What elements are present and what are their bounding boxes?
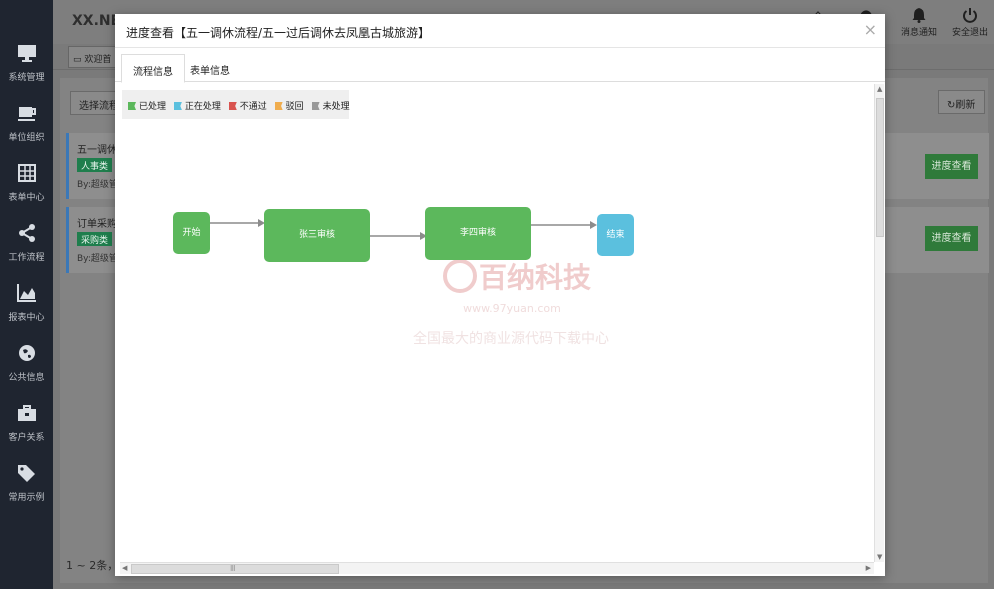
logout-button[interactable]: 安全退出 <box>950 6 990 38</box>
vertical-scroll-thumb[interactable] <box>876 98 884 237</box>
grip-icon: Ⅲ <box>230 564 236 573</box>
watermark-slogan: 全国最大的商业源代码下载中心 <box>413 331 609 347</box>
sidebar-item-forms[interactable]: 表单中心 <box>0 162 53 220</box>
close-icon[interactable]: × <box>863 20 877 39</box>
scroll-up-icon[interactable]: ▲ <box>877 85 883 93</box>
scroll-right-icon[interactable]: ▶ <box>865 564 871 572</box>
category-badge: 人事类 <box>77 158 113 172</box>
watermark-url: www.97yuan.com <box>463 302 561 315</box>
sidebar-item-label: 表单中心 <box>8 193 45 203</box>
sidebar-item-label: 工作流程 <box>8 253 45 263</box>
arrow-head-icon <box>258 219 265 227</box>
watermark-brand: 百纳科技 <box>402 256 632 296</box>
status-legend: 已处理 正在处理 不通过 驳回 未处理 <box>122 90 350 119</box>
pager-info: 1 ~ 2条， <box>66 559 119 572</box>
flow-connectors <box>210 219 597 240</box>
notify-button[interactable]: 消息通知 <box>899 6 939 38</box>
arrow-head-icon <box>590 221 597 229</box>
category-badge: 采购类 <box>77 232 113 246</box>
share-nodes-icon <box>18 224 35 242</box>
sidebar-item-public[interactable]: 公共信息 <box>0 342 53 400</box>
sidebar-item-reports[interactable]: 报表中心 <box>0 282 53 340</box>
coffee-cup-icon <box>17 107 36 121</box>
watermark-logo-icon <box>442 259 477 293</box>
flag-icon <box>311 102 320 110</box>
sidebar-item-label: 单位组织 <box>8 133 45 143</box>
sidebar: 系统管理 单位组织 表单中心 工作流程 报表中心 公共信息 客户关系 常用示例 <box>0 0 53 589</box>
legend-item-pending: 未处理 <box>311 99 350 112</box>
flow-node-start[interactable]: 开始 <box>173 212 210 254</box>
horizontal-scroll-thumb[interactable]: Ⅲ <box>131 564 339 574</box>
row-author: By:超级管 <box>77 180 118 190</box>
dialog-title: 进度查看【五一调休流程/五一过后调休去凤凰古城旅游】 <box>126 26 431 40</box>
power-icon <box>963 8 977 23</box>
flow-canvas: 已处理 正在处理 不通过 驳回 未处理 百纳科技 www.97yuan.com … <box>120 84 873 562</box>
tab-home-label: 欢迎首 <box>84 55 112 65</box>
logout-label: 安全退出 <box>951 28 988 38</box>
dialog-tabs: 流程信息 表单信息 <box>115 48 885 83</box>
refresh-label: 刷新 <box>955 100 976 111</box>
monitor-icon: ▭ <box>73 55 85 65</box>
tab-home[interactable]: ▭ 欢迎首 <box>68 46 118 68</box>
sidebar-item-label: 公共信息 <box>8 373 45 383</box>
flag-icon <box>173 102 182 110</box>
progress-view-button[interactable]: 进度查看 <box>925 154 978 179</box>
arrow-head-icon <box>420 232 427 240</box>
sidebar-item-label: 客户关系 <box>8 433 45 443</box>
flag-icon <box>128 102 136 110</box>
progress-view-button[interactable]: 进度查看 <box>925 226 978 251</box>
refresh-button[interactable]: ↻刷新 <box>938 90 985 114</box>
vertical-scrollbar[interactable]: ▲ ▼ <box>874 84 884 562</box>
tab-form-info[interactable]: 表单信息 <box>190 66 230 77</box>
sidebar-item-label: 常用示例 <box>8 493 45 503</box>
refresh-icon: ↻ <box>947 100 956 111</box>
tags-icon <box>17 465 35 482</box>
briefcase-icon <box>17 405 36 421</box>
notify-label: 消息通知 <box>900 28 937 38</box>
tab-flow-info[interactable]: 流程信息 <box>121 54 185 83</box>
flag-icon <box>228 102 237 110</box>
legend-item-processing: 正在处理 <box>173 99 221 112</box>
table-grid-icon <box>17 164 36 182</box>
sidebar-item-crm[interactable]: 客户关系 <box>0 402 53 460</box>
sidebar-item-label: 系统管理 <box>8 73 45 83</box>
legend-item-rejected: 不通过 <box>228 99 267 112</box>
legend-item-processed: 已处理 <box>128 99 166 112</box>
sidebar-item-system[interactable]: 系统管理 <box>0 42 53 100</box>
row-title: 五一调休流 <box>77 145 127 156</box>
horizontal-scrollbar[interactable]: ◀ Ⅲ ▶ <box>120 562 874 574</box>
legend-item-returned: 驳回 <box>274 99 304 112</box>
dialog-header: 进度查看【五一调休流程/五一过后调休去凤凰古城旅游】 × <box>115 14 885 48</box>
sidebar-item-workflow[interactable]: 工作流程 <box>0 222 53 280</box>
sidebar-item-examples[interactable]: 常用示例 <box>0 462 53 520</box>
sidebar-item-label: 报表中心 <box>8 313 45 323</box>
scroll-left-icon[interactable]: ◀ <box>122 564 128 572</box>
progress-dialog: 进度查看【五一调休流程/五一过后调休去凤凰古城旅游】 × 流程信息 表单信息 已… <box>115 14 885 576</box>
row-title: 订单采购 <box>77 219 117 230</box>
flow-node-step1[interactable]: 张三审核 <box>264 209 370 262</box>
flag-icon <box>274 102 283 110</box>
area-chart-icon <box>16 284 36 302</box>
bell-icon <box>912 8 926 23</box>
flow-node-end[interactable]: 结束 <box>597 214 634 256</box>
row-author: By:超级管 <box>77 254 118 264</box>
flow-node-step2[interactable]: 李四审核 <box>425 207 531 260</box>
sidebar-item-org[interactable]: 单位组织 <box>0 102 53 160</box>
monitor-icon <box>17 45 36 62</box>
globe-icon <box>18 345 35 361</box>
scroll-down-icon[interactable]: ▼ <box>877 553 883 561</box>
